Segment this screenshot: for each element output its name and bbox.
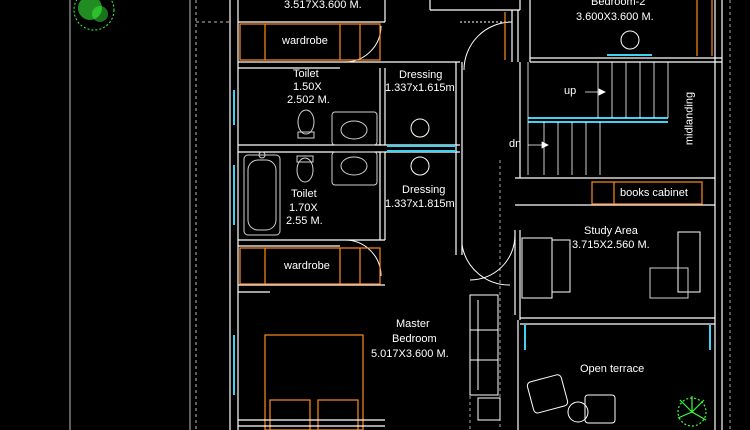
master-bedroom-name2-label: Bedroom — [392, 333, 437, 345]
toilet-2-fixtures — [243, 151, 378, 236]
dressing-circles — [410, 30, 640, 176]
dressing1-size-label: 1.337x1.615m — [385, 82, 455, 94]
bedroom2-name-label: Bedroom-2 — [591, 0, 646, 8]
toilet2-dim1-label: 1.70X — [289, 202, 318, 214]
study-furniture — [521, 231, 701, 299]
master-bedroom-size-label: 5.017X3.600 M. — [371, 348, 449, 360]
midlanding-label: midlanding — [683, 91, 696, 146]
study-area-size-label: 3.715X2.560 M. — [572, 239, 650, 251]
master-sofa — [469, 294, 499, 396]
toilet1-dim1-label: 1.50X — [293, 81, 322, 93]
master-wall-line — [238, 419, 385, 427]
interior-walls — [238, 0, 723, 430]
toilet2-dim2-label: 2.55 M. — [286, 215, 323, 227]
toilet1-dim2-label: 2.502 M. — [287, 94, 330, 106]
wardrobe-top-label: wardrobe — [282, 35, 328, 47]
dressing2-name-label: Dressing — [402, 184, 446, 196]
toilet2-name-label: Toilet — [291, 188, 317, 200]
staircase — [527, 62, 669, 175]
books-cabinet-furniture — [591, 181, 703, 205]
terrace-furniture — [477, 374, 616, 424]
bedroom2-wardrobe — [504, 0, 713, 60]
dressing1-name-label: Dressing — [399, 69, 443, 81]
stair-up-label: up — [564, 85, 577, 97]
open-terrace-label: Open terrace — [580, 363, 645, 375]
master-bedroom-name1-label: Master — [396, 318, 430, 330]
terrace-glazing — [524, 325, 711, 350]
plant-symbol-top — [73, 0, 115, 31]
wardrobe-bottom-label: wardrobe — [284, 260, 330, 272]
books-cabinet-label: books cabinet — [620, 187, 688, 199]
plant-symbol-bottom — [677, 396, 707, 427]
toilet-1-fixtures — [297, 109, 378, 146]
exterior-wall-left — [229, 0, 239, 430]
boundary-lines — [69, 0, 232, 430]
bedroom2-size-label: 3.600X3.600 M. — [576, 11, 654, 23]
stair-dn-label: dn — [509, 138, 522, 150]
dressing2-size-label: 1.337x1.815m — [385, 198, 455, 210]
study-area-name-label: Study Area — [584, 225, 638, 237]
master-bed — [264, 334, 364, 430]
toilet1-name-label: Toilet — [293, 68, 319, 80]
bedroom1-size-label: 3.517X3.600 M. — [284, 0, 362, 11]
dashed-overhead-lines — [469, 0, 731, 430]
wardrobe-bottom-furniture — [239, 247, 381, 285]
wardrobe-top-furniture — [239, 23, 381, 61]
